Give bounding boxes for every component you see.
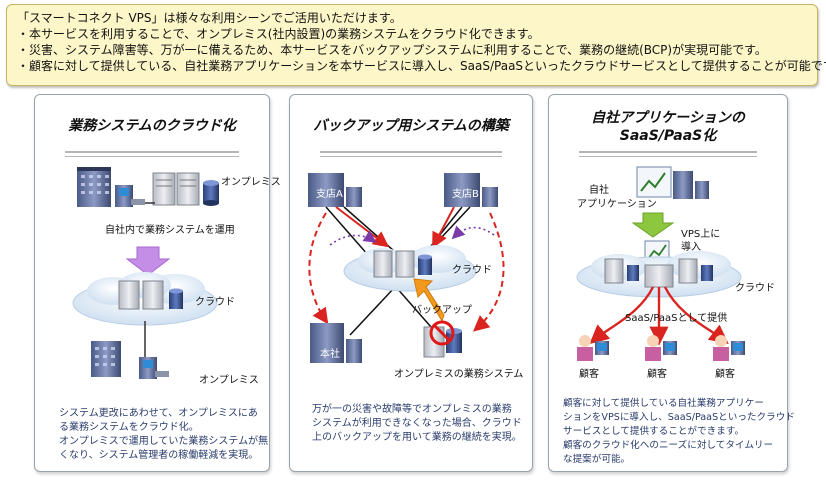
panel-cloud-migration: 業務システムのクラウド化 — [34, 94, 281, 472]
saas-diagram — [576, 166, 745, 361]
intro-heading: 「スマートコネクト VPS」は様々な利用シーンでご活用いただけます。 — [17, 11, 402, 25]
panel-title: 業務システムのクラウド化 — [68, 118, 236, 134]
building-icon — [77, 167, 111, 207]
vps-label-line2: 導入 — [681, 242, 701, 253]
intro-bullet-backup: ・災害、システム障害等、万が一に備えるため、本サービスをバックアップシステムに利… — [17, 43, 767, 57]
deploy-arrow-icon — [631, 212, 675, 238]
cloud-label: クラウド — [735, 283, 775, 294]
app-label-line1: 自社 — [589, 185, 609, 196]
panel-title-line1: 自社アプリケーションの — [591, 110, 745, 126]
title-divider — [579, 151, 757, 157]
app-label-line2: アプリケーション — [577, 199, 657, 210]
database-icon — [203, 180, 219, 206]
backup-label: バックアップ — [412, 305, 472, 316]
branch-b-building-icon — [444, 173, 498, 207]
customer-icon — [577, 335, 609, 361]
panel-title-line2: SaaS/PaaS化 — [619, 128, 717, 144]
branch-a-label: 支店A — [316, 189, 343, 200]
title-divider — [320, 151, 502, 157]
cloud-server-icon — [118, 280, 183, 310]
workstation-icon — [115, 185, 145, 207]
customer-icon — [713, 335, 745, 361]
customer-label: 顧客 — [715, 369, 735, 380]
panel-backup-system: バックアップ用システムの構築 — [289, 94, 533, 472]
panel-caption: 顧客に対して提供している自社業務アプリケー ションをVPSに導入し、SaaS/P… — [563, 398, 795, 465]
migration-arrow-icon — [125, 246, 171, 276]
branch-b-label: 支店B — [452, 189, 479, 200]
prohibited-icon — [429, 320, 455, 346]
cloud-server-icon — [604, 258, 713, 288]
cloud-label: クラウド — [195, 297, 235, 308]
intro-bullet-cloud: ・本サービスを利用することで、オンプレミス(社内設置)の業務システムをクラウド化… — [17, 27, 540, 41]
cloud-server-icon — [373, 250, 432, 278]
onpremise-label: オンプレミス — [221, 177, 281, 188]
customer-label: 顧客 — [647, 369, 667, 380]
branch-a-building-icon — [308, 173, 362, 207]
application-chart-icon — [636, 166, 709, 199]
panel-caption: 万が一の災害や故障等でオンプレミスの業務 システムが利用できなくなった場合、クラ… — [312, 404, 522, 443]
panel-caption: システム更改にあわせて、オンプレミスにあ る業務システムをクラウド化。 オンプレ… — [59, 408, 269, 461]
intro-box: 「スマートコネクト VPS」は様々な利用シーンでご活用いただけます。 ・本サービ… — [6, 4, 826, 86]
onpremise-bottom-label: オンプレミス — [199, 375, 259, 386]
intro-bullet-saas: ・顧客に対して提供している、自社業務アプリケーションを本サービスに導入し、Saa… — [17, 59, 826, 73]
operation-label: 自社内で業務システムを運用 — [105, 225, 235, 236]
backup-arrow-icon — [413, 278, 445, 323]
headquarters-building-icon — [310, 323, 362, 363]
provide-label: SaaS/PaaSとして提供 — [625, 313, 728, 324]
onpremise-system-label: オンプレミスの業務システム — [394, 369, 524, 380]
title-divider — [65, 151, 239, 157]
customer-label: 顧客 — [579, 369, 599, 380]
cloud-migration-diagram — [72, 167, 219, 379]
building-icon — [91, 341, 121, 377]
workstation-icon — [139, 357, 169, 379]
cloud-label: クラウド — [452, 265, 492, 276]
server-rack-icon — [152, 172, 200, 206]
customer-icon — [645, 335, 677, 361]
backup-diagram — [308, 173, 505, 363]
panel-title: バックアップ用システムの構築 — [313, 118, 509, 134]
vps-label-line1: VPS上に — [681, 229, 721, 240]
headquarters-label: 本社 — [320, 349, 340, 360]
panel-saas-paas: 自社アプリケーションの SaaS/PaaS化 — [548, 94, 795, 472]
